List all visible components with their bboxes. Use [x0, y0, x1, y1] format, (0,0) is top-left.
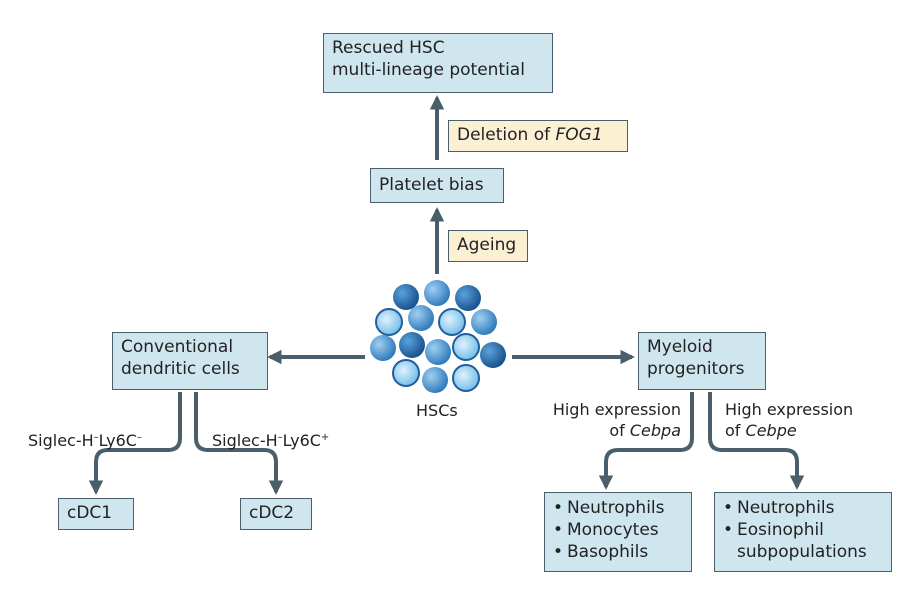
hsc-cell — [425, 339, 451, 365]
cebpe-line1: High expression — [725, 400, 854, 419]
hsc-cell — [408, 305, 434, 331]
cdc1-label: cDC1 — [67, 503, 113, 523]
arrow-myeloid-to-cebpa — [598, 392, 694, 490]
fog1-gene: FOG1 — [555, 125, 603, 145]
cebpa-outcome-item: Basophils — [553, 541, 683, 563]
cebpa-outcome-item: Neutrophils — [553, 497, 683, 519]
cebpa-outcome-item: Monocytes — [553, 519, 683, 541]
cdc1-marker-a: Siglec-H — [28, 431, 94, 450]
myeloid-line1: Myeloid — [647, 337, 713, 357]
hsc-cell — [375, 308, 403, 336]
cdc2-marker-b-sup: + — [320, 432, 330, 443]
cebpa-line1: High expression — [552, 400, 681, 419]
hsc-cell — [393, 284, 419, 310]
hsc-cell — [399, 332, 425, 358]
cdc1-box: cDC1 — [58, 498, 134, 530]
ageing-condition: Ageing — [448, 230, 528, 262]
arrow-myeloid-to-cebpe — [708, 392, 805, 490]
hscs-label: HSCs — [416, 401, 458, 420]
hsc-cell — [455, 285, 481, 311]
arrow-cdc-to-cdc2 — [194, 392, 284, 495]
cebpe-outcome-box: Neutrophils Eosinophil subpopulations — [714, 492, 892, 572]
hsc-cell — [438, 308, 466, 336]
hsc-cell-cluster — [370, 280, 506, 393]
ageing-label: Ageing — [457, 235, 517, 255]
cebpe-outcome-item: subpopulations — [737, 542, 867, 562]
hsc-cell — [452, 333, 480, 361]
cdc-line1: Conventional — [121, 337, 234, 357]
hsc-cell — [392, 359, 420, 387]
cdc2-label: cDC2 — [249, 503, 295, 523]
arrow-cdc-to-cdc1 — [88, 392, 182, 495]
hsc-cell — [471, 309, 497, 335]
hsc-cell — [424, 280, 450, 306]
hsc-cell — [370, 335, 396, 361]
cebpa-gene: Cebpa — [629, 421, 681, 440]
rescued-hsc-box: Rescued HSC multi-lineage potential — [323, 33, 553, 93]
hsc-cell — [422, 367, 448, 393]
cebpa-outcome-box: Neutrophils Monocytes Basophils — [544, 492, 692, 572]
myeloid-line2: progenitors — [647, 359, 745, 379]
cebpe-prefix: of — [725, 421, 746, 440]
cdc2-box: cDC2 — [240, 498, 312, 530]
platelet-bias-box: Platelet bias — [370, 168, 504, 203]
edge-label-cdc2: Siglec-H–Ly6C+ — [212, 427, 329, 451]
hsc-cell — [480, 342, 506, 368]
fog1-prefix: Deletion of — [457, 125, 556, 145]
cdc2-marker-a: Siglec-H — [212, 431, 278, 450]
cdc-line2: dendritic cells — [121, 359, 240, 379]
rescued-hsc-line1: Rescued HSC — [332, 38, 445, 58]
cdc1-marker-b: Ly6C — [98, 431, 137, 450]
cebpa-prefix: of — [609, 421, 630, 440]
myeloid-progenitors-box: Myeloid progenitors — [638, 332, 766, 390]
platelet-bias-label: Platelet bias — [379, 175, 484, 195]
cdc1-marker-a-sup: – — [93, 432, 99, 443]
conventional-dendritic-cells-box: Conventional dendritic cells — [112, 332, 268, 390]
edge-label-cebpe: High expression of Cebpe — [725, 399, 853, 441]
fog1-deletion-condition: Deletion of FOG1 — [448, 120, 628, 152]
rescued-hsc-line2: multi-lineage potential — [332, 60, 525, 80]
edge-label-cebpa: High expression of Cebpa — [526, 399, 681, 441]
cdc2-marker-a-sup: – — [277, 432, 283, 443]
cebpe-gene: Cebpe — [745, 421, 797, 440]
edge-label-cdc1: Siglec-H–Ly6C– — [28, 427, 142, 451]
cdc1-marker-b-sup: – — [136, 432, 142, 443]
cebpe-outcome-item: Neutrophils — [723, 497, 883, 519]
hsc-cell — [452, 364, 480, 392]
cdc2-marker-b: Ly6C — [282, 431, 321, 450]
cebpe-outcome-item: Eosinophil — [723, 519, 883, 541]
